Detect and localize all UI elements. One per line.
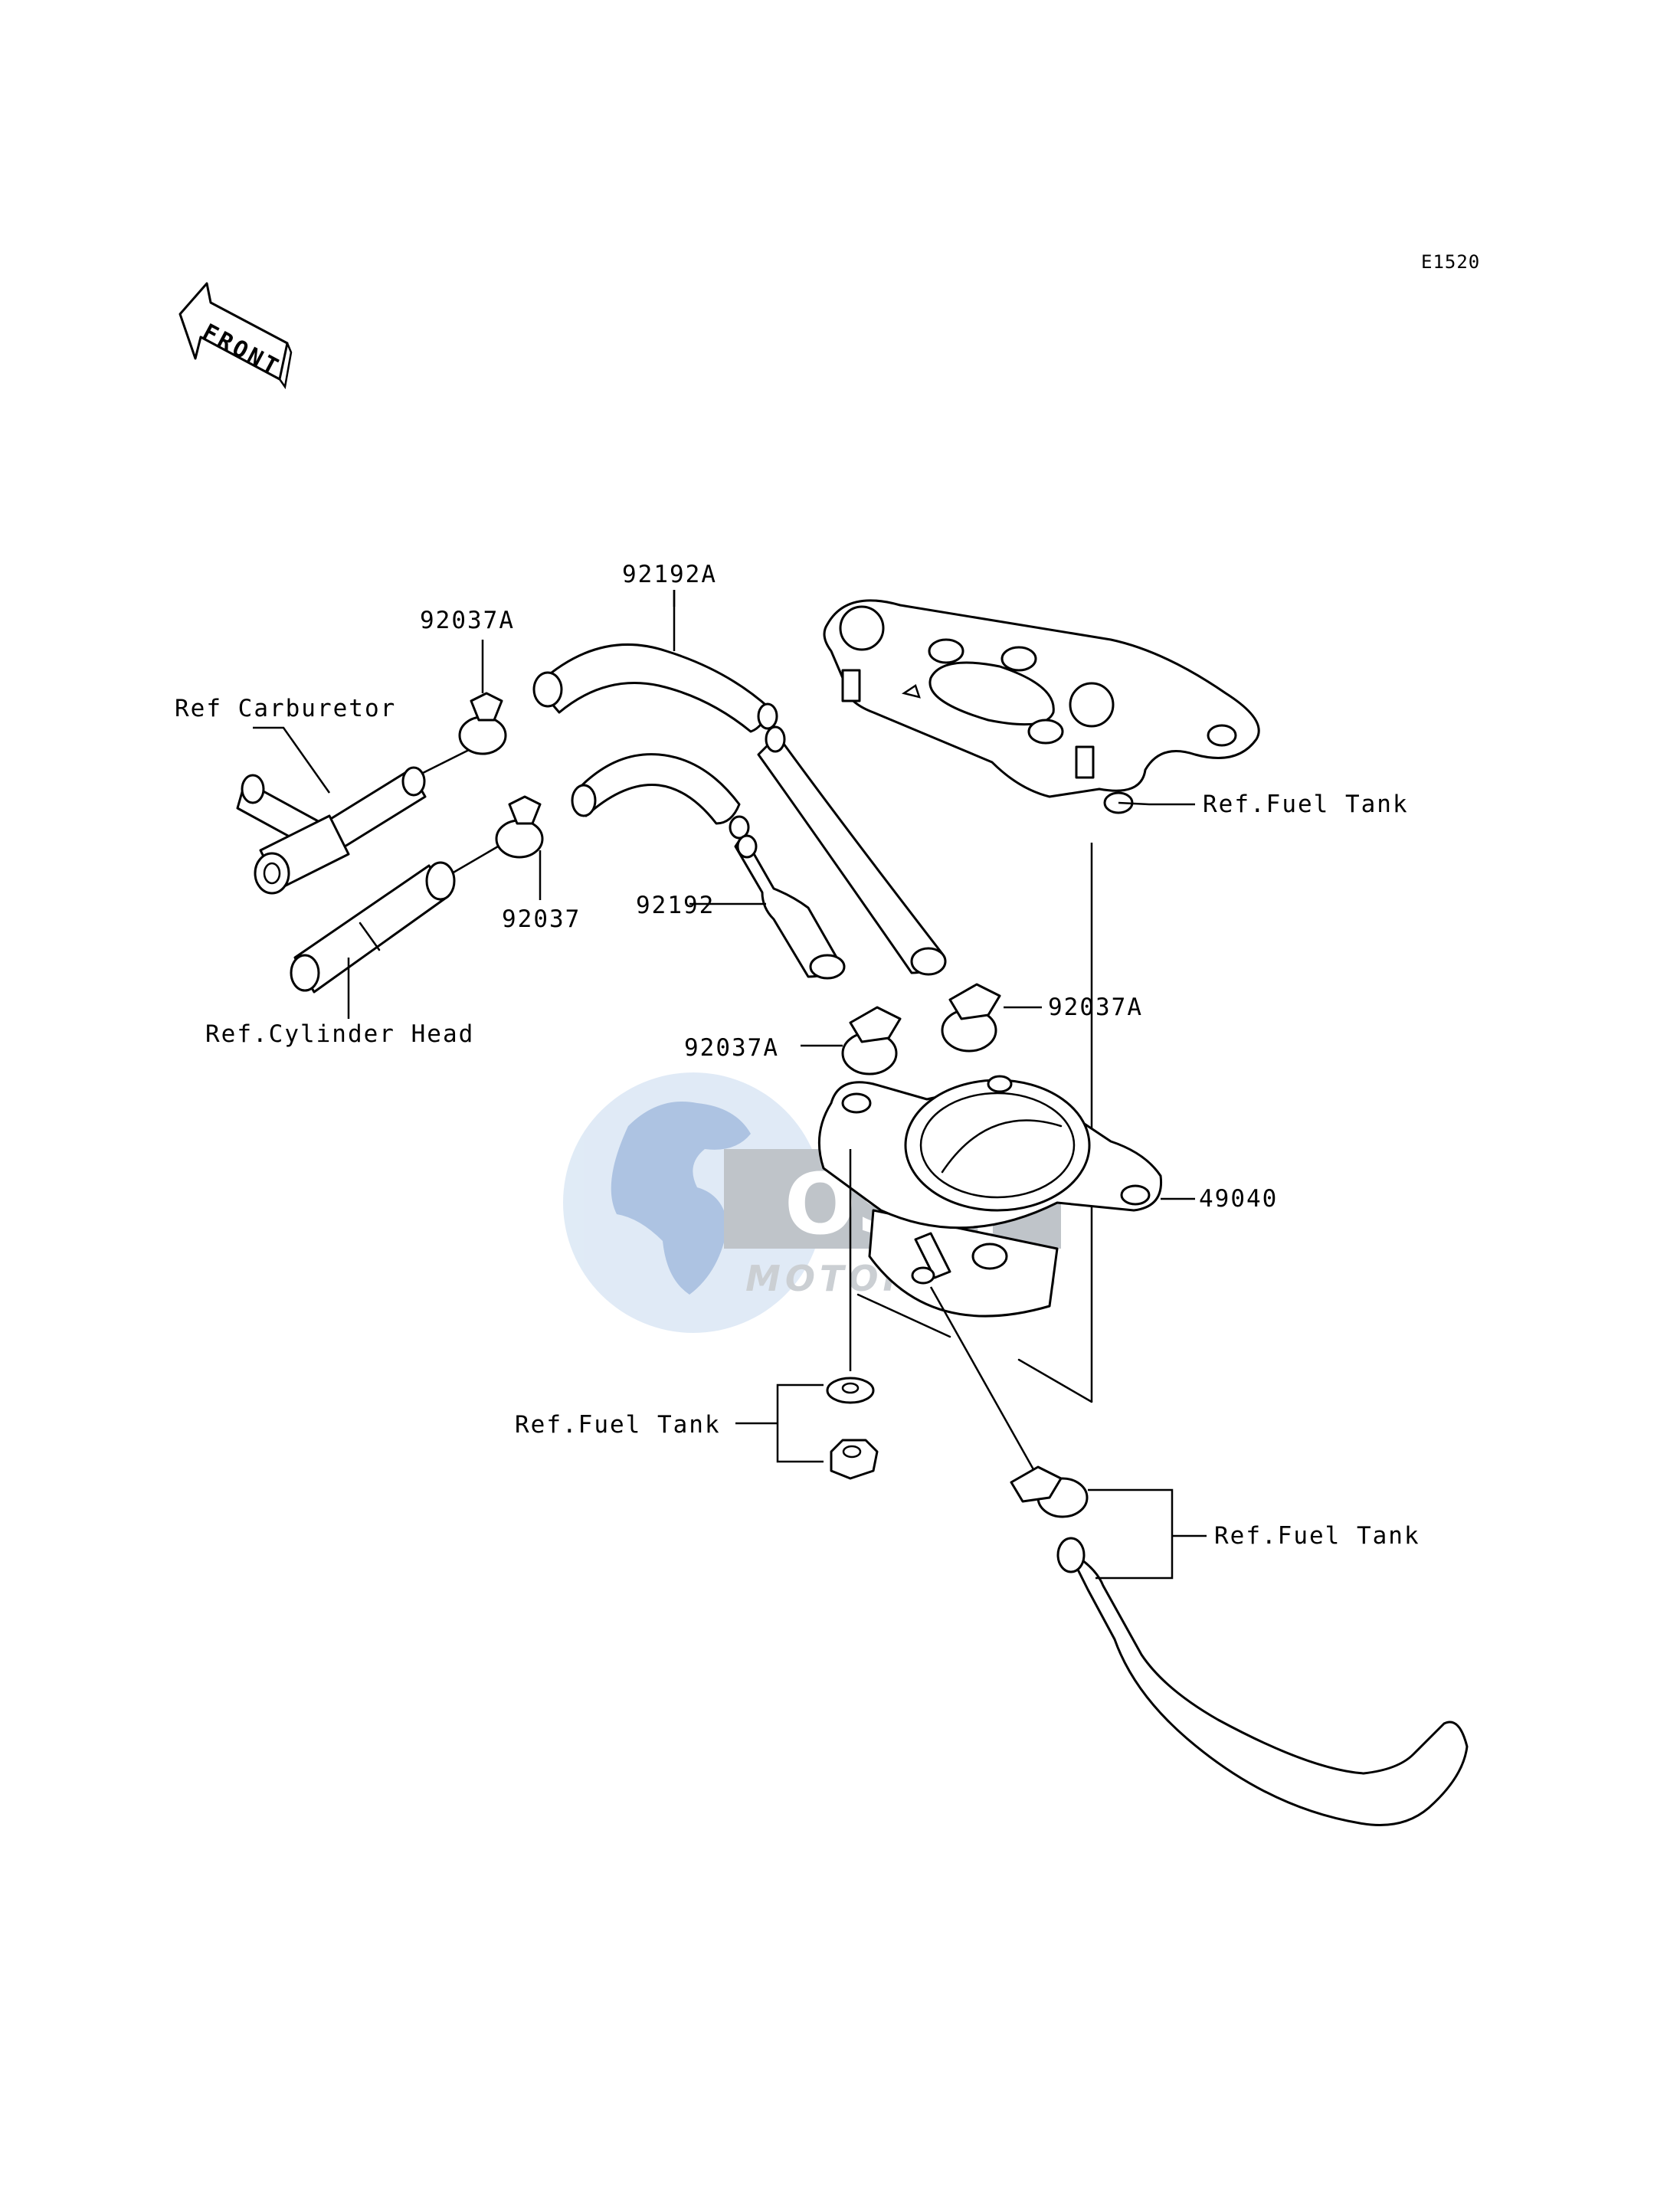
carburetor-fitting: Ref Carburetor (175, 695, 476, 895)
washer-and-nut: Ref.Fuel Tank (515, 1377, 879, 1480)
label-clamp-92037A-left: 92037A (684, 1034, 779, 1062)
label-ref-fuel-tank-lower-right: Ref.Fuel Tank (1214, 1522, 1420, 1550)
clamp-92037A-top: 92037A (420, 607, 515, 755)
hose-92192: 92192 (571, 753, 846, 980)
clamp-92037: 92037 (495, 795, 581, 933)
hose-92192A: 92192A (532, 561, 947, 976)
fuel-pump-49040: 49040 (817, 1075, 1278, 1472)
diagram-code: E1520 (1421, 251, 1480, 273)
clamp-92037A-right: 92037A (941, 983, 1143, 1053)
label-ref-carburetor: Ref Carburetor (175, 695, 396, 722)
label-clamp-92037A-top: 92037A (420, 607, 515, 634)
label-fuel-pump-49040: 49040 (1199, 1185, 1278, 1213)
label-ref-fuel-tank-upper: Ref.Fuel Tank (1203, 791, 1409, 818)
watermark-continents (611, 1102, 751, 1295)
fuel-tank-gasket-plate: Ref.Fuel Tank (823, 599, 1409, 1402)
label-ref-fuel-tank-lower-left: Ref.Fuel Tank (515, 1411, 721, 1439)
outlet-hose-and-clamp: Ref.Fuel Tank (1010, 1465, 1469, 1826)
label-ref-cylinder-head: Ref.Cylinder Head (205, 1020, 474, 1048)
label-clamp-92037A-right: 92037A (1048, 994, 1143, 1021)
label-clamp-92037: 92037 (502, 905, 581, 933)
label-hose-92192A: 92192A (622, 561, 717, 588)
label-hose-92192: 92192 (636, 892, 715, 919)
front-arrow-icon: FRONT (178, 282, 293, 390)
clamp-92037A-left: 92037A (684, 1006, 902, 1076)
cylinder-head-pipe: Ref.Cylinder Head (205, 845, 499, 1048)
